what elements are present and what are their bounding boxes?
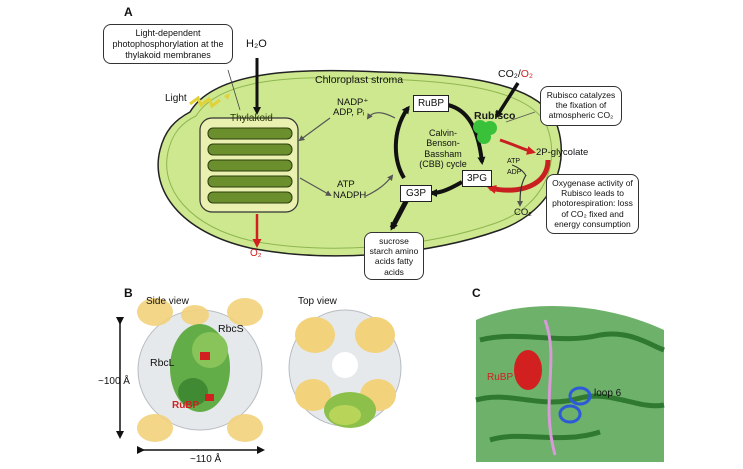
glycolate-label: 2P-glycolate xyxy=(536,147,589,158)
rubisco-top-view-structure xyxy=(288,309,402,428)
atp-small-label: ATP xyxy=(507,158,521,165)
stroma-label: Chloroplast stroma xyxy=(315,74,404,86)
rubp-node: RuBP xyxy=(413,95,449,112)
atp-to-cycle-arrow xyxy=(365,174,394,197)
panel-label-c: C xyxy=(472,286,481,300)
g3p-node: G3P xyxy=(400,185,432,202)
atp-adp-arrow xyxy=(511,164,527,177)
cbb-cycle-arrow-left xyxy=(393,105,410,180)
water-label: H₂O xyxy=(246,38,267,50)
co2-loss-arrow xyxy=(517,174,527,207)
oxygenation-arrow xyxy=(499,138,536,155)
cbb-cycle-arrow-bottom xyxy=(429,180,463,197)
nadp-label: NADP⁺ xyxy=(337,97,369,108)
co2-o2-label: CO₂/O₂ xyxy=(498,68,533,80)
chloroplast-inner-membrane xyxy=(166,77,553,249)
rubisco-info-box: Rubisco catalyzes the fixation of atmosp… xyxy=(540,86,622,126)
cbb-cycle-label: Calvin-Benson-Bassham (CBB) cycle xyxy=(419,128,467,170)
nadp-return-arrow xyxy=(366,112,396,120)
rubp-label-b: RuBP xyxy=(172,400,200,411)
cbb-cycle-arrow-top xyxy=(447,103,486,165)
atp-label: ATP xyxy=(337,179,355,190)
light-label: Light xyxy=(165,93,187,104)
rbcs-label: RbcS xyxy=(218,323,244,335)
height-label: ~100 Å xyxy=(98,376,130,387)
nadph-label: NADPH xyxy=(333,190,367,201)
panel-label-b: B xyxy=(124,286,133,300)
light-arrow xyxy=(189,95,221,109)
glycolate-recycle-arrow xyxy=(487,159,551,194)
thylakoid-label: Thylakoid xyxy=(230,113,273,124)
rubisco-side-view-structure xyxy=(137,298,263,442)
light-reaction-box: Light-dependent photophosphorylation at … xyxy=(103,24,233,64)
o2-out-label: O₂ xyxy=(250,248,262,259)
adp-small-label: ADP xyxy=(507,169,522,176)
oxygenase-info-box: Oxygenase activity of Rubisco leads to p… xyxy=(546,174,639,234)
rbcl-label: RbcL xyxy=(150,357,175,369)
rubisco-box-connector xyxy=(505,111,536,123)
top-view-label: Top view xyxy=(298,296,337,307)
rubisco-icon xyxy=(473,120,497,144)
adp-pi-label: ADP, Pᵢ xyxy=(333,107,365,118)
loop6-label: loop 6 xyxy=(594,388,622,399)
nadp-to-thylakoid-arrow xyxy=(298,117,331,142)
side-view-label: Side view xyxy=(146,296,189,307)
light-box-connector xyxy=(227,69,241,111)
3pg-node: 3PG xyxy=(462,170,492,187)
panel-label-a: A xyxy=(124,5,133,19)
atp-from-thylakoid-arrow xyxy=(299,177,332,196)
active-site-structure xyxy=(474,302,666,462)
co2-in-arrow xyxy=(495,82,520,119)
rubisco-label: Rubisco xyxy=(474,110,516,122)
width-label: ~110 Å xyxy=(190,454,222,465)
thylakoid-stacks xyxy=(207,127,293,204)
products-box: sucrose starch amino acids fatty acids xyxy=(364,232,424,280)
co2-out-label: CO₂ xyxy=(514,207,532,218)
rubp-label-c: RuBP xyxy=(487,372,514,383)
